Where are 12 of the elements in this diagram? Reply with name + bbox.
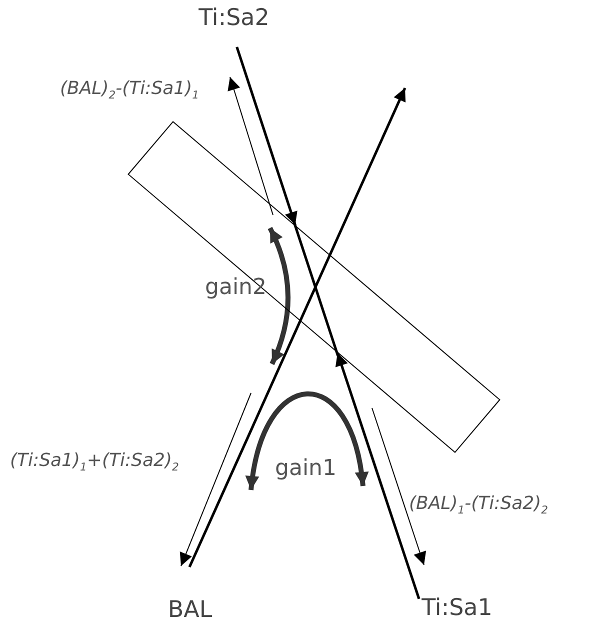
laser-beam-arrow — [236, 46, 298, 226]
laser-beam-arrow — [335, 352, 420, 600]
beam-formula: (BAL)$_{2}$-(Ti:Sa1)$_{1}$ — [60, 80, 200, 102]
crystal-box — [127, 120, 500, 452]
beam-name: Ti:Sa1 — [419, 594, 495, 622]
gain-label: gain1 — [275, 458, 336, 480]
beam-name: BAL — [160, 567, 220, 624]
beam-formula: (BAL)$_{1}$-(Ti:Sa2)$_{2}$ — [409, 495, 548, 516]
beam-formula: (Ti:Sa1)$_{1}$+(Ti:Sa2)$_{2}$ — [10, 452, 179, 474]
gain-label: gain2 — [205, 277, 266, 299]
laser-beam-arrow — [188, 87, 406, 568]
beam-name: Ti:Sa2 — [196, 4, 272, 47]
